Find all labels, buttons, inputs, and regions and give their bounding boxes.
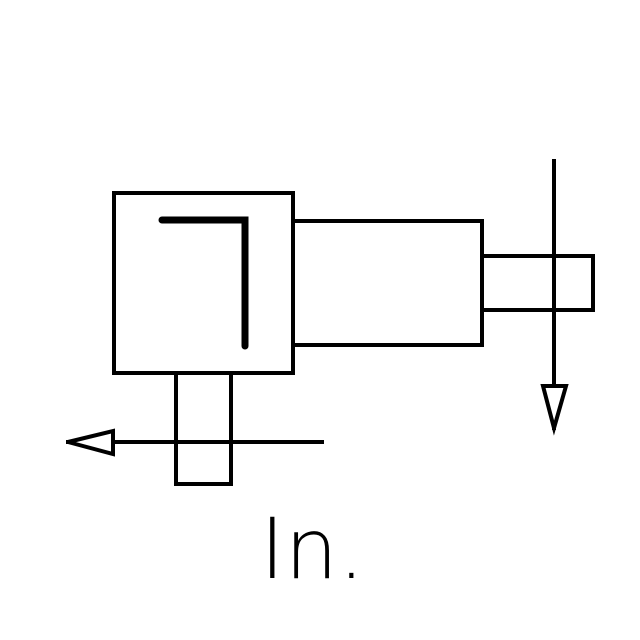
horizontal-rotation-arrow xyxy=(66,428,324,457)
output-shaft-housing xyxy=(291,219,484,347)
right-angle-symbol xyxy=(158,216,249,350)
input-shaft xyxy=(480,254,595,312)
bottom-shaft xyxy=(174,371,233,486)
vertical-rotation-arrow xyxy=(540,159,569,436)
diagram-label: In. xyxy=(260,500,365,598)
